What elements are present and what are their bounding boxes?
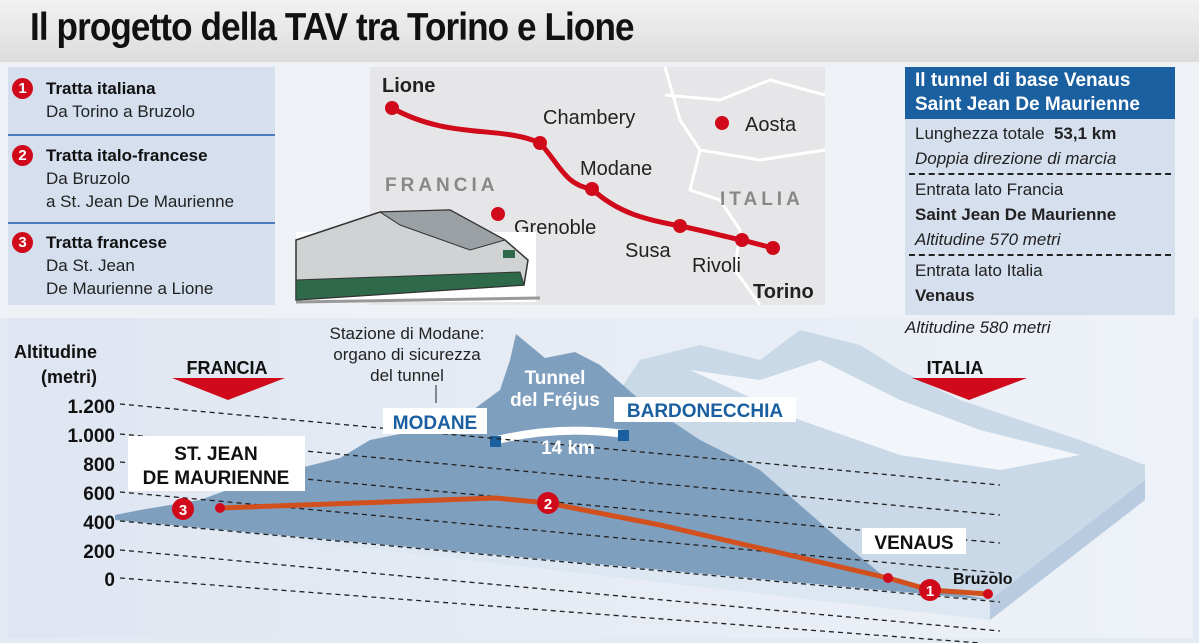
venaus-label-box: [862, 528, 966, 554]
station-note: del tunnel: [370, 366, 444, 385]
venaus-label: VENAUS: [874, 533, 953, 554]
city-rivoli: Rivoli: [692, 255, 741, 277]
map: FRANCIA ITALIA Lione Chambery Modane Gre…: [370, 66, 826, 306]
country-label-italy: ITALIA: [720, 189, 804, 210]
info-header-line: Saint Jean De Maurienne: [915, 94, 1140, 115]
legend-line: Da Torino a Bruzolo: [46, 102, 195, 121]
y-tick: 1.000: [67, 426, 115, 447]
bardonecchia-label-box: [614, 397, 796, 422]
city-lione: Lione: [382, 75, 435, 97]
city-dot: [385, 101, 399, 115]
modane-station-marker: [490, 436, 501, 447]
legend-line: Da Bruzolo: [46, 169, 131, 188]
st-jean-label: DE MAURIENNE: [143, 468, 290, 489]
bardonecchia-label: BARDONECCHIA: [627, 401, 784, 422]
length-label: Lunghezza totale: [915, 124, 1045, 143]
city-modane: Modane: [580, 158, 652, 180]
legend-title: Tratta italo-francese: [46, 146, 208, 165]
it-entry-altitude: Altitudine 580 metri: [905, 318, 1051, 337]
arrow-down-icon: [912, 378, 1027, 400]
y-tick: 0: [104, 570, 115, 591]
modane-label-box: [383, 408, 487, 434]
city-dot: [673, 219, 687, 233]
altitude-profile: 3 2 1 Altitudine (metri) 1.200 1.000 800…: [0, 318, 1199, 643]
city-dot: [491, 207, 505, 221]
number-badge: 3: [12, 232, 33, 253]
city-dot: [585, 182, 599, 196]
fr-entry-label: Entrata lato Francia: [915, 180, 1064, 199]
bruzolo-point: [983, 589, 993, 599]
city-dot: [715, 116, 729, 130]
legend-line: a St. Jean De Maurienne: [46, 192, 235, 211]
marker-2-label: 2: [544, 496, 552, 513]
number-badge: 2: [12, 145, 33, 166]
marker-2: [537, 492, 559, 514]
length-value: 53,1 km: [1053, 124, 1117, 143]
tunnel-length: 14 km: [541, 438, 595, 459]
y-tick: 1.200: [67, 397, 115, 418]
divider: [8, 222, 275, 224]
france-direction-label: FRANCIA: [187, 358, 268, 378]
border-line: [664, 78, 826, 102]
y-tick: 200: [83, 542, 115, 563]
fr-entry-altitude: Altitudine 570 metri: [915, 230, 1061, 249]
train-illustration: [295, 209, 541, 304]
city-aosta: Aosta: [745, 114, 797, 136]
city-susa: Susa: [625, 240, 671, 262]
legend-line: De Maurienne a Lione: [46, 279, 214, 298]
y-tick: 400: [83, 513, 115, 534]
arrow-down-icon: [172, 378, 285, 400]
marker-1: [919, 579, 941, 601]
legend-item-1: 1 Tratta italiana Da Torino a Bruzolo: [12, 77, 195, 123]
y-tick: 600: [83, 484, 115, 505]
marker-3: [172, 498, 194, 520]
title-bar: [0, 0, 1199, 62]
y-axis-label: (metri): [41, 367, 97, 387]
it-entry-label: Entrata lato Italia: [915, 261, 1043, 280]
it-entry-name: Venaus: [915, 286, 975, 305]
divider: [909, 173, 1171, 175]
legend-title: Tratta francese: [46, 233, 167, 252]
st-jean-point: [215, 503, 225, 513]
number-badge: 1: [12, 78, 33, 99]
tunnel-label: Tunnel: [525, 368, 586, 389]
city-torino: Torino: [753, 281, 814, 303]
legend-item-3: 3 Tratta francese Da St. Jean De Maurienne…: [12, 231, 214, 300]
divider: [8, 134, 275, 136]
fr-entry-name: Saint Jean De Maurienne: [915, 205, 1117, 224]
bardonecchia-station-marker: [618, 430, 629, 441]
station-note: Stazione di Modane:: [330, 324, 485, 343]
modane-label: MODANE: [393, 413, 477, 434]
marker-1-label: 1: [926, 583, 934, 600]
city-dot: [735, 233, 749, 247]
page-title: Il progetto della TAV tra Torino e Lione: [30, 6, 635, 49]
mountain-main: [115, 334, 990, 600]
info-header: Il tunnel di base Venaus Saint Jean De M…: [905, 67, 1175, 119]
city-chambery: Chambery: [543, 107, 635, 129]
italy-direction-label: ITALIA: [927, 358, 984, 378]
legend-panel: 1 Tratta italiana Da Torino a Bruzolo 2 T…: [8, 67, 275, 305]
marker-3-label: 3: [179, 502, 187, 519]
direction-text: Doppia direzione di marcia: [915, 149, 1117, 168]
bruzolo-label: Bruzolo: [953, 571, 1013, 588]
city-dot: [766, 241, 780, 255]
st-jean-label: ST. JEAN: [174, 444, 257, 465]
station-note: organo di sicurezza: [333, 345, 481, 364]
venaus-point: [883, 573, 893, 583]
y-axis-label: Altitudine: [14, 342, 97, 362]
st-jean-label-box: [128, 436, 305, 491]
country-label-france: FRANCIA: [385, 175, 499, 196]
border-line: [663, 66, 762, 306]
tunnel-info-panel: Il tunnel di base Venaus Saint Jean De M…: [905, 67, 1175, 315]
border-line: [699, 148, 826, 162]
legend-item-2: 2 Tratta italo-francese Da Bruzolo a St. J…: [12, 144, 235, 213]
divider: [909, 254, 1171, 256]
tunnel-frejus: [496, 426, 625, 444]
info-header-line: Il tunnel di base Venaus: [915, 70, 1131, 91]
legend-title: Tratta italiana: [46, 79, 156, 98]
city-dot: [533, 136, 547, 150]
tunnel-label: del Fréjus: [510, 390, 600, 411]
y-tick: 800: [83, 455, 115, 476]
legend-line: Da St. Jean: [46, 256, 135, 275]
